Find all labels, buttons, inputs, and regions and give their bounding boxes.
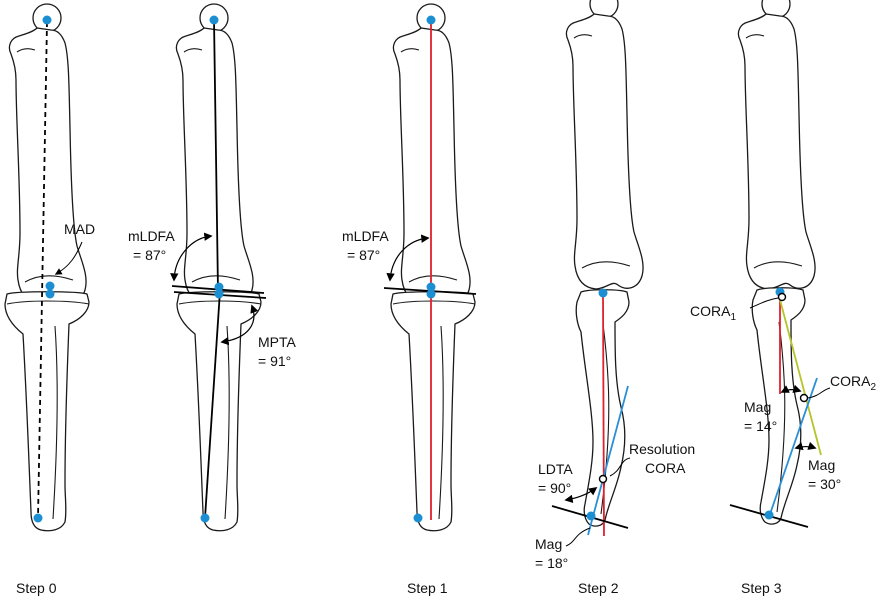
mldfa-name: mLDFA — [128, 228, 175, 244]
blue-distal-tibial-axis — [587, 385, 629, 536]
mad-label: MAD — [64, 221, 95, 237]
ankle-point — [586, 511, 596, 521]
resolution-label: Resolution — [629, 441, 695, 457]
step-1-label: Step 1 — [407, 580, 448, 596]
mechanical-axis-dashed — [37, 21, 48, 519]
knee-point-upper — [426, 282, 436, 292]
knee-point-upper — [45, 281, 55, 291]
ldta-value: = 90° — [538, 480, 571, 496]
hip-center-point — [42, 15, 52, 25]
cora-1-marker — [777, 292, 787, 302]
mag-1-name: Mag — [744, 399, 771, 415]
cora-1-label: CORA1 — [690, 303, 736, 323]
cora-1-leader — [749, 297, 779, 309]
panel-angles: mLDFA = 87° MPTA = 91° — [128, 3, 297, 532]
ankle-point — [413, 513, 423, 523]
step-0-label: Step 0 — [16, 580, 57, 596]
mpta-name: MPTA — [258, 334, 297, 350]
knee-point-lower — [426, 289, 436, 299]
hip-center-point — [426, 15, 436, 25]
yellow-proximal-tibial-axis — [778, 295, 822, 456]
resolution-cora-marker — [598, 474, 608, 484]
mpta-value: = 91° — [258, 353, 291, 369]
resolution-cora-label: CORA — [645, 460, 686, 476]
panel-step-0: MAD Step 0 — [4, 3, 95, 596]
ldta-name: LDTA — [538, 461, 573, 477]
mldfa-arc — [170, 232, 213, 282]
mag-1-value: = 14° — [744, 418, 777, 434]
knee-point-lower — [45, 289, 55, 299]
red-tibial-axis — [602, 293, 605, 537]
mag-leader — [565, 527, 591, 547]
femoral-mechanical-axis — [213, 19, 219, 292]
ldta-arc — [564, 486, 598, 504]
mldfa-value: = 87° — [133, 247, 166, 263]
mag-value: = 18° — [535, 555, 568, 571]
mag-2-name: Mag — [808, 457, 835, 473]
mpta-arc — [220, 304, 259, 346]
mag-2-arc — [794, 441, 817, 451]
mag-name: Mag — [535, 536, 562, 552]
hip-center-point — [209, 15, 219, 25]
step-2-label: Step 2 — [578, 580, 619, 596]
mldfa-arc — [386, 234, 430, 282]
knee-point — [598, 288, 608, 298]
cora-2-label: CORA2 — [830, 373, 876, 393]
panel-step-1: mLDFA = 87° Step 1 — [342, 3, 477, 596]
step-3-label: Step 3 — [741, 580, 782, 596]
mag-1-arc — [780, 384, 802, 393]
mad-arrow — [54, 241, 83, 275]
panel-step-2: Resolution CORA LDTA = 90° Mag = 18° Ste… — [535, 0, 695, 596]
ankle-point — [200, 513, 210, 523]
panel-step-3: CORA1 CORA2 Mag = 14° Mag = 30° Step 3 — [690, 0, 876, 596]
mldfa-name: mLDFA — [342, 228, 389, 244]
knee-point-lower — [214, 289, 224, 299]
resolution-leader — [609, 457, 631, 477]
ankle-point — [764, 510, 774, 520]
ankle-point — [33, 513, 43, 523]
mag-2-value: = 30° — [808, 476, 841, 492]
knee-point-upper — [214, 282, 224, 292]
blue-distal-tibial-axis — [768, 377, 818, 518]
tibial-mechanical-axis — [204, 290, 221, 519]
cora-2-marker — [799, 393, 809, 403]
mldfa-value: = 87° — [347, 247, 380, 263]
cora-2-leader — [807, 387, 831, 399]
